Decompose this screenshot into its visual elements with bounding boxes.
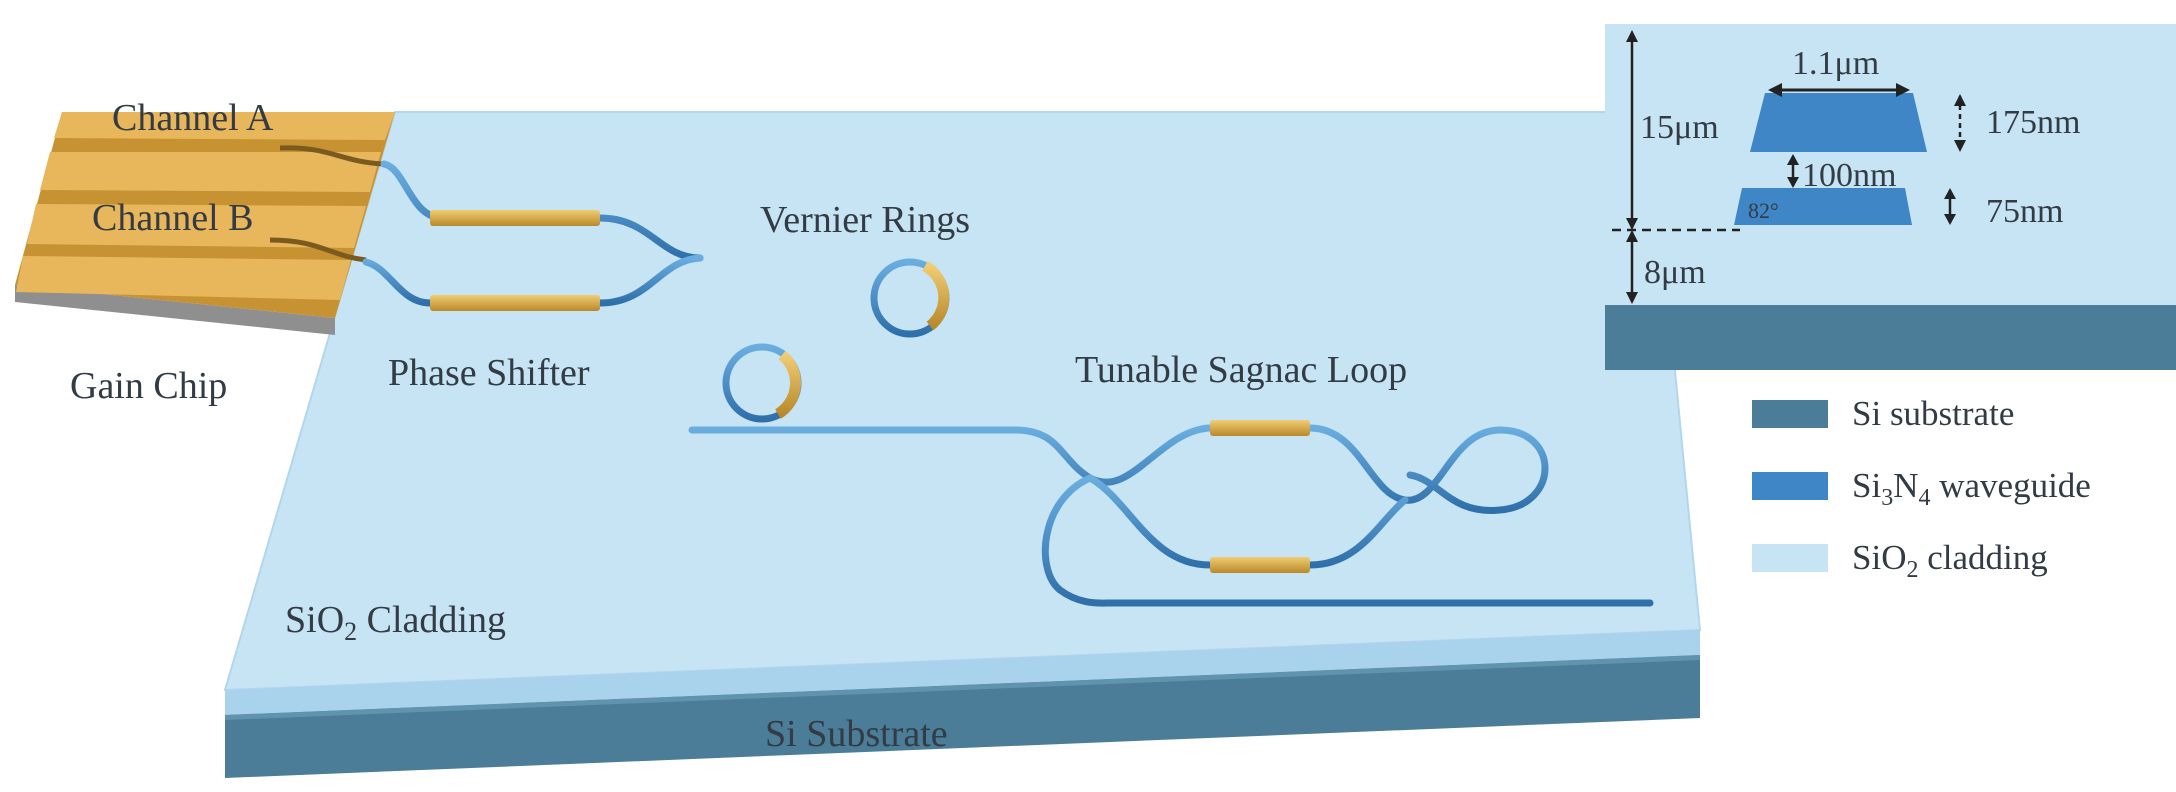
dim-8-arrowhead-bottom xyxy=(1626,292,1638,304)
legend-swatch-si-substrate xyxy=(1752,400,1828,428)
waveguide-arm-a xyxy=(380,160,704,262)
dim-15-arrowhead-bottom xyxy=(1626,218,1638,230)
dim-cladding-height: 15μm xyxy=(1640,109,1719,146)
sagnac-lower-arm xyxy=(1086,474,1409,569)
legend-swatch-si3n4-waveguide xyxy=(1752,472,1828,500)
dim-width-top: 1.1μm xyxy=(1792,45,1879,82)
dim-100-arrowhead-top xyxy=(1787,154,1799,165)
dim-width-arrowhead-left xyxy=(1768,83,1782,97)
dim-8-arrowhead-top xyxy=(1626,230,1638,242)
label-channel-b: Channel B xyxy=(92,197,253,239)
dim-100-arrowhead-bottom xyxy=(1787,177,1799,188)
sagnac-heater-bottom xyxy=(1210,557,1310,573)
ring-1-heater xyxy=(922,261,950,331)
ring-2-heater xyxy=(774,350,801,419)
phase-shifter-heater-b xyxy=(430,295,600,311)
sagnac-heater-top xyxy=(1210,420,1310,436)
si-substrate-top-line xyxy=(225,655,1700,720)
inset-lower-waveguide xyxy=(1734,188,1912,225)
sagnac-return-loop xyxy=(1041,474,1654,607)
label-gain-chip: Gain Chip xyxy=(70,365,227,407)
label-channel-a: Channel A xyxy=(112,97,274,139)
label-phase-shifter: Phase Shifter xyxy=(388,352,590,394)
phase-shifter-heater-a xyxy=(430,210,600,226)
cladding-front-edge xyxy=(225,630,1700,715)
dim-box-height: 8μm xyxy=(1644,254,1706,291)
dim-width-arrowhead-right xyxy=(1896,83,1910,97)
dim-15-arrowhead-top xyxy=(1626,30,1638,42)
inset-upper-waveguide xyxy=(1750,93,1927,152)
gain-chip-side xyxy=(15,285,335,335)
si-substrate-front xyxy=(225,655,1700,778)
waveguide-arm-b xyxy=(362,254,704,307)
inset-substrate xyxy=(1605,305,2176,370)
gain-chip-stripe-4 xyxy=(16,256,351,300)
dim-thickness-top: 175nm xyxy=(1986,104,2080,141)
dim-175-arrowhead-bottom xyxy=(1954,140,1966,152)
legend-label-sio2-cladding: SiO2 cladding xyxy=(1852,538,2048,583)
dim-75-arrowhead-top xyxy=(1944,188,1956,199)
gain-chip xyxy=(15,112,395,335)
label-si-substrate: Si Substrate xyxy=(765,713,948,755)
dim-75-arrowhead-bottom xyxy=(1944,214,1956,225)
waveguide-network xyxy=(362,160,1654,607)
dim-gap: 100nm xyxy=(1802,157,1896,194)
label-sio2-cladding: SiO2 Cladding xyxy=(285,599,506,646)
dim-thickness-bottom: 75nm xyxy=(1986,193,2063,230)
label-tunable-sagnac-loop: Tunable Sagnac Loop xyxy=(1075,349,1407,391)
gain-chip-stripe-2 xyxy=(40,152,381,192)
dim-175-arrowhead-top xyxy=(1954,94,1966,106)
legend-label-si-substrate: Si substrate xyxy=(1852,394,2014,433)
legend-label-si3n4-waveguide: Si3N4 waveguide xyxy=(1852,466,2091,511)
legend: Si substrate Si3N4 waveguide SiO2 claddi… xyxy=(1752,394,2091,583)
vernier-rings xyxy=(722,258,950,423)
label-vernier-rings: Vernier Rings xyxy=(760,199,970,241)
heaters xyxy=(430,210,1310,573)
channel-a-waveguide xyxy=(279,145,385,167)
legend-swatch-sio2-cladding xyxy=(1752,544,1828,572)
gain-chip-stripe-3 xyxy=(27,204,366,248)
gain-chip-stripe-1 xyxy=(54,112,395,140)
photonic-chip xyxy=(223,111,1702,778)
channel-b-waveguide xyxy=(269,237,367,263)
cross-section-inset: 1.1μm 175nm 100nm 75nm 82° 15μm 8μm xyxy=(1605,24,2176,370)
dim-angle: 82° xyxy=(1748,198,1779,223)
